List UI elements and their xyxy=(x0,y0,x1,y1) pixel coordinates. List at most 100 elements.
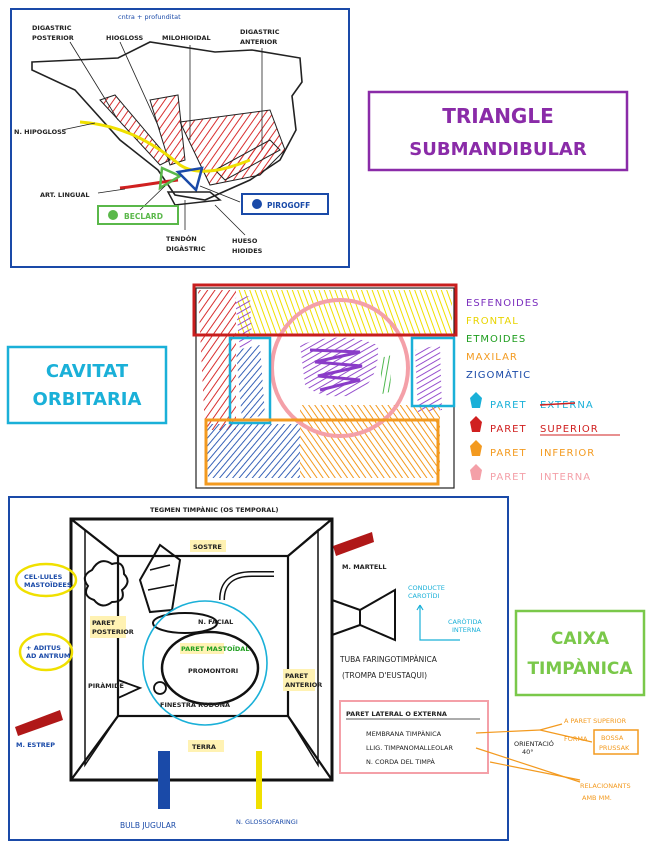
wall-inferior-extra: INFERIOR xyxy=(540,448,595,459)
pirogoff-dot-icon xyxy=(252,199,262,209)
wall-interna-label: PARET xyxy=(490,472,527,483)
paret-lateral-title: PARET LATERAL O EXTERNA xyxy=(346,710,447,718)
label-milohioidal: MILOHIOIDAL xyxy=(162,34,211,42)
bone-etmoides: ETMOIDES xyxy=(466,334,526,345)
label-digastric-posterior-1: DIGASTRIC xyxy=(32,24,72,32)
timpanica-title-2: TIMPÀNICA xyxy=(527,657,633,679)
wall-externa-strike xyxy=(539,402,576,406)
frontal-bone xyxy=(238,290,452,334)
label-digastric-anterior-1: DIGASTRIC xyxy=(240,28,280,36)
label-paret-anterior-2: ANTERIOR xyxy=(285,681,322,689)
mandible-outline xyxy=(31,41,303,201)
label-trompa: (TROMPA D'EUSTAQUI) xyxy=(342,671,427,680)
beclard-box xyxy=(97,205,179,225)
bulb-jugular-bar xyxy=(158,751,170,809)
paret-externa-box-left xyxy=(228,336,272,425)
wall-superior-extra: SUPERIOR xyxy=(540,424,599,435)
label-paret-posterior-2: POSTERIOR xyxy=(92,628,134,636)
label-tegmen: TEGMEN TIMPÀNIC (OS TEMPORAL) xyxy=(150,505,278,514)
box-left-wall xyxy=(84,528,119,768)
submandibular-note-top: cntra + profunditat xyxy=(118,13,181,21)
label-m-estrep: M. ESTREP xyxy=(16,741,55,749)
label-cellules-1: CEL·LULES xyxy=(24,573,63,581)
orange-arrows xyxy=(475,723,593,783)
n-glossofaringi-bar xyxy=(256,751,262,809)
terra-highlight xyxy=(188,740,224,752)
cellules-ellipse xyxy=(14,562,78,598)
hipogloss-nerve xyxy=(79,120,251,173)
mastoid-cells-icon xyxy=(83,560,129,607)
label-digastric-anterior-2: ANTERIOR xyxy=(240,38,277,46)
label-sostre: SOSTRE xyxy=(193,543,222,551)
pirogoff-triangle xyxy=(175,166,204,193)
label-pirogoff: PIROGOFF xyxy=(267,201,310,210)
bone-frontal: FRONTAL xyxy=(466,316,519,327)
milohioidal-muscle xyxy=(179,109,286,186)
label-n-hipogloss: N. HIPOGLOSS xyxy=(14,128,66,136)
label-tuba: TUBA FARINGOTIMPÀNICA xyxy=(339,655,438,664)
orbitaria-section: CAVITAT ORBITARIA xyxy=(6,283,620,489)
tuba-cone xyxy=(331,588,396,642)
label-carotida-2: INTERNA xyxy=(452,626,481,634)
label-carotida-1: CARÒTIDA xyxy=(448,617,482,626)
paret-interna-ring xyxy=(270,298,410,438)
timpanica-section: TEGMEN TIMPÀNIC (OS TEMPORAL) SOSTRE CEL… xyxy=(8,496,646,841)
label-art-lingual: ART. LINGUAL xyxy=(40,191,90,199)
label-relacionants-2: AMB MM. xyxy=(582,794,612,802)
label-promontori: PROMONTORI xyxy=(188,667,238,675)
zigomatic-floor xyxy=(206,424,300,478)
paret-superior-box xyxy=(192,283,458,337)
paret-externa-box-right xyxy=(410,336,456,408)
submandibular-section: cntra + profunditat DIGASTRIC POSTERIOR … xyxy=(10,8,629,268)
piramide-shape xyxy=(117,678,143,700)
tympanic-box-inner xyxy=(116,554,290,718)
timpanica-title-box xyxy=(514,609,646,697)
walls-legend: PARET EXTERNA PARET SUPERIOR PARET INFER… xyxy=(470,392,620,483)
submandibular-title-2: SUBMANDIBULAR xyxy=(409,139,587,160)
maxilar-floor xyxy=(300,405,440,478)
paret-anterior-highlight xyxy=(283,669,315,691)
m-estrep-bar xyxy=(15,710,63,736)
label-digastric-posterior-2: POSTERIOR xyxy=(32,34,74,42)
label-terra: TERRA xyxy=(192,743,216,751)
wall-inferior-label: PARET xyxy=(490,448,527,459)
wall-inferior-marker-icon xyxy=(470,440,482,456)
ossicle-detail xyxy=(147,564,175,591)
paret-mastoidal-highlight xyxy=(180,643,224,654)
label-paret-mastoidal: PARET MASTOÏDAL xyxy=(181,644,249,653)
sostre-highlight xyxy=(190,540,226,552)
label-aditus-1: + ADITUS xyxy=(26,644,61,652)
orbitaria-title-1: CAVITAT xyxy=(46,361,129,382)
label-aditus-2: AD ANTRUM xyxy=(26,652,70,660)
label-hiogloss: HIOGLOSS xyxy=(106,34,144,42)
label-n-glossofaringi: N. GLOSSOFARINGI xyxy=(236,818,298,826)
hiogloss-muscle xyxy=(149,94,186,166)
wall-externa-extra: EXTERNA xyxy=(540,400,594,411)
wall-superior-label: PARET xyxy=(490,424,527,435)
orbitaria-title-box xyxy=(6,345,168,425)
bone-maxilar: MAXILAR xyxy=(466,352,518,363)
wall-interna-extra: INTERNA xyxy=(540,472,591,483)
label-paret-superior-note-1: A PARET SUPERIOR xyxy=(564,717,627,725)
label-paret-posterior-1: PARET xyxy=(92,619,116,627)
paret-posterior-highlight xyxy=(90,616,126,638)
label-conducte-1: CONDUCTE xyxy=(408,584,445,592)
bones-legend: ESFENOIDES FRONTAL ETMOIDES MAXILAR ZIGO… xyxy=(466,298,538,381)
paret-lateral-item-3: N. CORDA DEL TIMPÀ xyxy=(366,757,435,766)
label-orientacio-2: 40° xyxy=(522,748,534,756)
label-tendon-2: DIGÀSTRIC xyxy=(166,244,206,253)
submandibular-frame xyxy=(10,8,350,268)
label-cellules-2: MASTOÏDEES xyxy=(24,580,72,589)
red-left-strip xyxy=(198,290,236,430)
label-paret-superior-note-2: FORMA xyxy=(564,735,588,743)
etmoides-bone xyxy=(380,355,392,394)
timpanica-frame xyxy=(8,496,509,841)
esfenoides-zigzag xyxy=(309,348,363,392)
orbit-drawing xyxy=(192,283,458,489)
label-tendon-1: TENDÓN xyxy=(166,234,197,243)
label-paret-anterior-1: PARET xyxy=(285,672,309,680)
ossicle-shape xyxy=(138,543,182,614)
label-bossa-1: BOSSA xyxy=(601,734,624,742)
promontori-ellipse xyxy=(160,630,260,706)
